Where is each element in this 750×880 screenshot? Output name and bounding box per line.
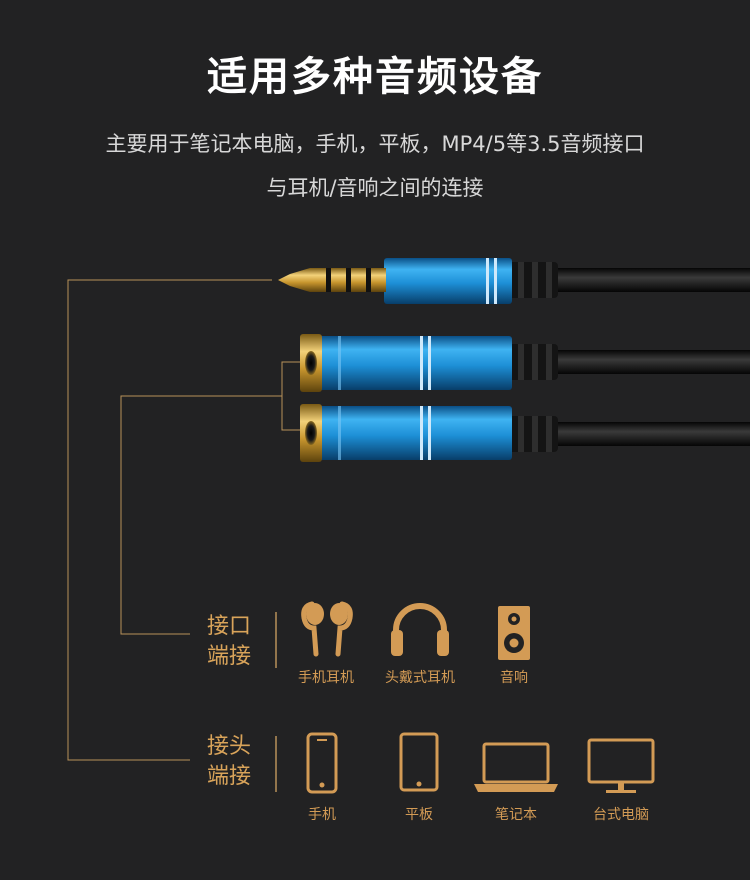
headphones-icon (391, 603, 449, 656)
plug-label-line-1: 接头 (207, 734, 252, 759)
phone-icon (306, 732, 338, 794)
page-title: 适用多种音频设备 (207, 54, 543, 100)
plug-guide-line (67, 279, 272, 761)
laptop-caption: 笔记本 (495, 807, 537, 823)
socket-guide-line (120, 395, 282, 635)
earbuds-icon (301, 601, 353, 657)
plug-tip (278, 268, 310, 292)
socket-bracket-line (281, 361, 300, 431)
plug-housing (384, 258, 512, 304)
subtitle-line-1: 主要用于笔记本电脑，手机，平板，MP4/5等3.5音频接口 (105, 132, 645, 156)
socket-label-line-2: 端接 (207, 644, 252, 669)
laptop-icon (474, 742, 558, 792)
plug-label-line-2: 端接 (207, 764, 252, 789)
phone-caption: 手机 (308, 807, 336, 823)
page-subtitle: 主要用于笔记本电脑，手机，平板，MP4/5等3.5音频接口 与耳机/音响之间的连… (40, 122, 710, 210)
socket-label-line-1: 接口 (207, 614, 252, 639)
plug-cable (550, 268, 750, 292)
subtitle-line-2: 与耳机/音响之间的连接 (266, 176, 484, 200)
speaker-icon (498, 606, 530, 660)
tablet-caption: 平板 (405, 807, 433, 823)
female-socket-2 (300, 404, 750, 462)
tablet-icon (399, 732, 439, 792)
monitor-icon (587, 738, 655, 793)
earbuds-caption: 手机耳机 (298, 670, 354, 686)
female-socket-1 (300, 334, 750, 392)
monitor-caption: 台式电脑 (593, 807, 649, 823)
speaker-caption: 音响 (500, 670, 528, 686)
headphones-caption: 头戴式耳机 (385, 670, 455, 686)
plug-group-label: 接头 端接 (207, 732, 267, 792)
guide-lines (67, 279, 300, 761)
male-plug (278, 258, 750, 304)
socket-group-label: 接口 端接 (207, 612, 267, 672)
